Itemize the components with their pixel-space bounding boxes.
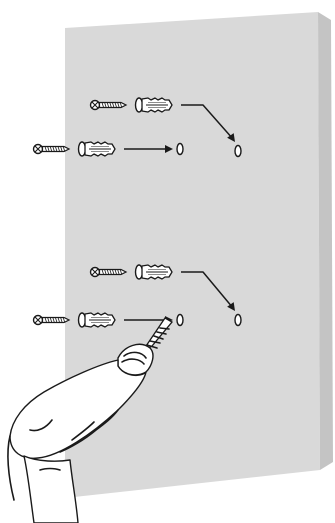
screw-icon <box>89 99 128 111</box>
hand-drill-icon <box>7 317 173 523</box>
fixing-group-upper <box>32 97 242 158</box>
wall-anchor-icon <box>77 141 116 157</box>
drill-body <box>9 359 147 459</box>
fixing-group-lower <box>32 264 242 328</box>
wall-anchor-icon <box>134 97 173 113</box>
screw-icon <box>89 266 128 278</box>
hand-outline <box>59 409 119 453</box>
arrow-head <box>165 145 173 153</box>
screw-icon <box>32 314 71 326</box>
drilled-hole <box>176 313 184 327</box>
drill-grip <box>23 455 79 523</box>
wall-anchor-icon <box>134 264 173 280</box>
bent-arrow <box>181 271 234 309</box>
bent-arrow <box>181 104 234 140</box>
wall-panel <box>65 12 333 498</box>
drilled-hole <box>234 313 242 327</box>
arrow-head <box>227 133 235 142</box>
screw-icon <box>32 143 71 155</box>
wall-side <box>318 12 333 470</box>
drilled-hole <box>176 142 184 156</box>
wall-anchor-icon <box>77 312 116 328</box>
arrow-head <box>227 302 235 311</box>
fixings-layer <box>32 97 242 328</box>
drilled-hole <box>234 144 242 158</box>
